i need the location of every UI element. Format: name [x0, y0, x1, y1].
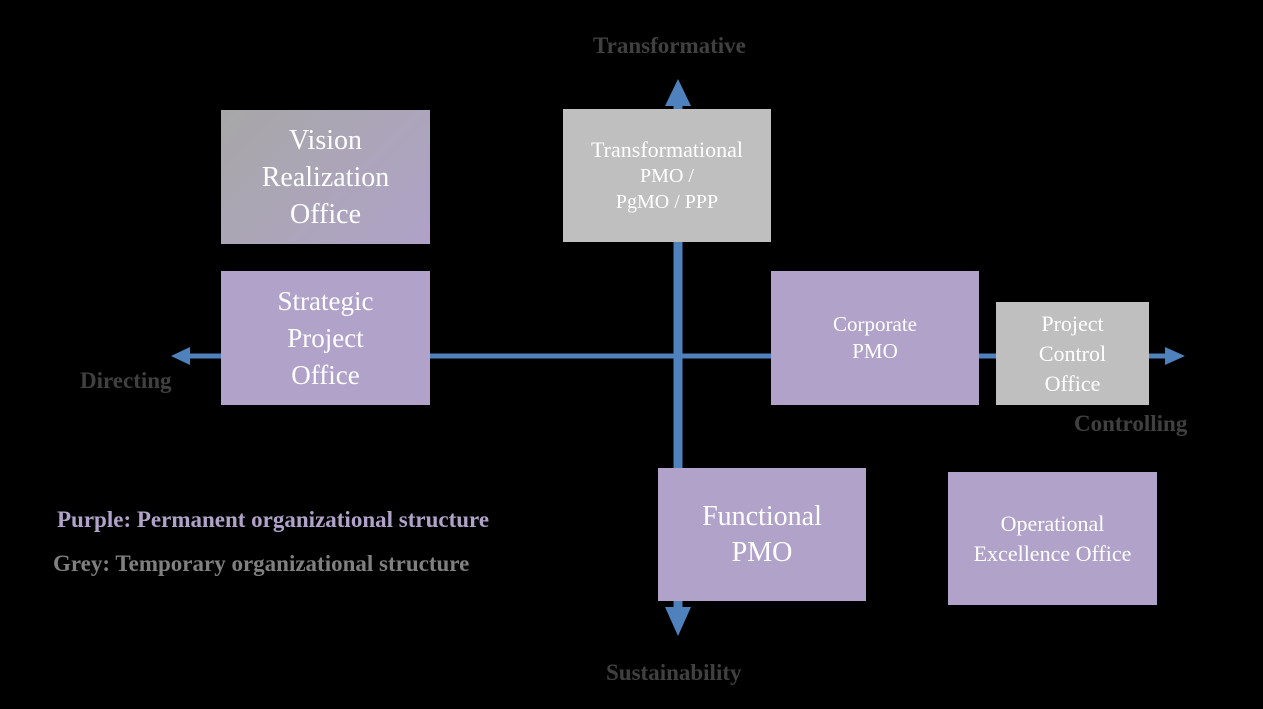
- legend-temporary: Grey: Temporary organizational structure: [53, 551, 470, 576]
- project-control-office-box: Project Control Office: [996, 302, 1149, 405]
- axis-label-controlling: Controlling: [1074, 411, 1188, 436]
- arrow-up-icon: [665, 79, 691, 106]
- box-line: Transformational: [591, 136, 743, 162]
- box-line: PgMO / PPP: [615, 190, 719, 213]
- transformational-pmo-box: Transformational PMO / PgMO / PPP: [563, 109, 771, 242]
- arrow-down-icon: [665, 607, 691, 636]
- box-line: Office: [291, 359, 360, 390]
- box-line: Realization: [261, 161, 390, 193]
- box-line: Functional: [702, 500, 822, 532]
- legend-permanent: Purple: Permanent organizational structu…: [57, 507, 490, 532]
- box-line: Strategic: [277, 285, 374, 316]
- arrow-right-icon: [1165, 347, 1185, 365]
- axis-label-sustainability: Sustainability: [606, 660, 742, 685]
- box-line: Project: [287, 322, 364, 353]
- arrow-left-icon: [171, 347, 190, 365]
- box-line: Vision: [289, 124, 362, 156]
- vision-realization-office-box: Vision Realization Office: [221, 110, 430, 244]
- axis-label-directing: Directing: [80, 368, 172, 393]
- box-line: PMO /: [640, 164, 694, 187]
- box-line: Excellence Office: [973, 540, 1132, 566]
- box-line: Operational: [1000, 510, 1105, 536]
- box-line: Office: [1044, 370, 1101, 396]
- box-line: Control: [1038, 340, 1107, 366]
- operational-excellence-office-box: Operational Excellence Office: [948, 472, 1157, 605]
- box-line: Office: [290, 198, 361, 230]
- axis-label-transformative: Transformative: [593, 33, 746, 58]
- box-line: PMO: [852, 339, 898, 363]
- box-line: Project: [1041, 310, 1104, 336]
- box-line: Corporate: [833, 312, 917, 336]
- corporate-pmo-box: Corporate PMO: [771, 271, 979, 405]
- functional-pmo-box: Functional PMO: [658, 468, 866, 601]
- strategic-project-office-box: Strategic Project Office: [221, 271, 430, 405]
- box-line: PMO: [731, 536, 793, 568]
